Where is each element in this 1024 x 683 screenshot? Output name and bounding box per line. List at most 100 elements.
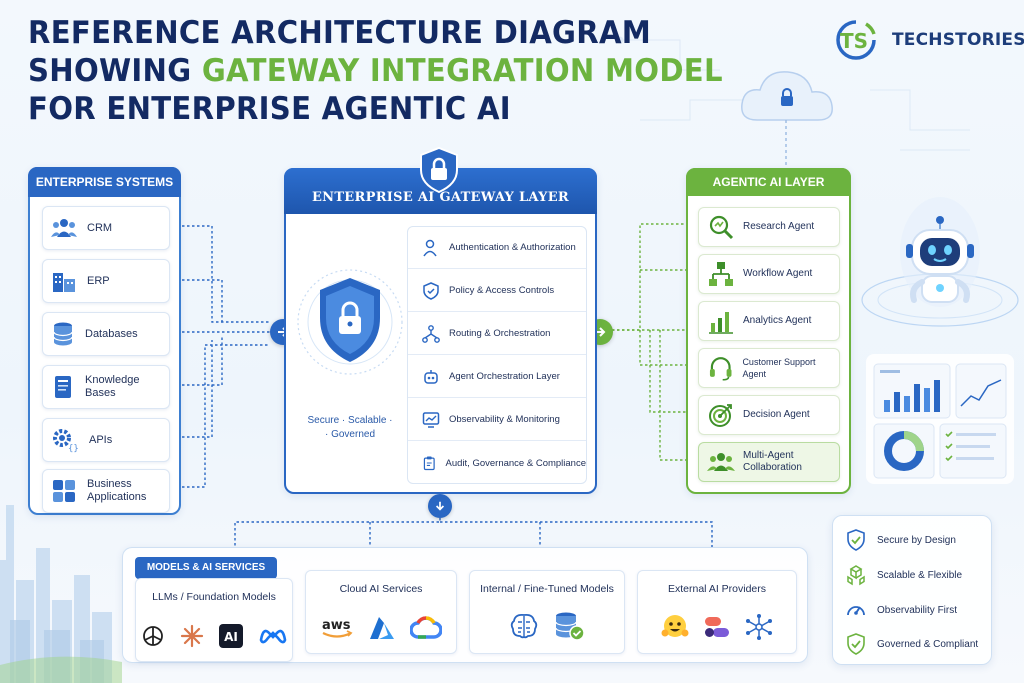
model-card-llms[interactable]: LLMs / Foundation Models AI (135, 578, 293, 662)
agent-item-label: Customer Support Agent (742, 357, 816, 379)
agent-item-label: Multi-Agent Collaboration (743, 450, 802, 473)
benefit-label: Governed & Compliant (877, 638, 979, 650)
shield-check-icon (847, 529, 865, 551)
enterprise-item-knowledge-bases[interactable]: Knowledge Bases (42, 365, 170, 409)
gear-code-icon: {} (53, 429, 79, 453)
gateway-tagline-line-1: Secure · Scalable · (307, 415, 393, 426)
workflow-icon (709, 262, 733, 286)
title-line-3: FOR ENTERPRISE AGENTIC AI (28, 91, 511, 127)
routing-icon (422, 324, 440, 343)
benefit-label: Scalable & Flexible (877, 569, 963, 581)
benefit-item: Secure by Design (845, 529, 956, 551)
model-card-internal[interactable]: Internal / Fine-Tuned Models (469, 570, 625, 654)
benefits-panel: Secure by Design Scalable & Flexible Obs… (832, 515, 992, 665)
enterprise-systems-panel: ENTERPRISE SYSTEMS CRM ERP Databases Kno… (28, 167, 181, 515)
enterprise-item-label: Business Applications (87, 478, 147, 503)
cloud-lock-icon (781, 88, 793, 106)
meta-icon (259, 629, 287, 644)
robot-mascot-icon (906, 216, 974, 303)
user-key-icon (423, 239, 437, 256)
models-services-header: MODELS & AI SERVICES (135, 557, 277, 579)
book-icon (55, 376, 71, 398)
model-card-logos (638, 613, 796, 641)
gateway-item-policy[interactable]: Policy & Access Controls (408, 270, 586, 312)
title-line-1: REFERENCE ARCHITECTURE DIAGRAM (28, 15, 652, 51)
enterprise-item-label: Knowledge Bases (85, 374, 140, 399)
agent-item-label: Research Agent (743, 221, 815, 232)
model-card-label: External AI Providers (667, 583, 767, 595)
enterprise-item-crm[interactable]: CRM (42, 206, 170, 250)
brand-mark-text: TS (840, 29, 868, 53)
robot-icon (424, 369, 438, 384)
shield-check-icon (847, 633, 865, 655)
agent-item-label: Analytics Agent (743, 315, 812, 326)
agent-item-decision[interactable]: Decision Agent (698, 395, 840, 435)
gateway-tagline-line-2: · Governed (324, 429, 376, 440)
model-card-label: LLMs / Foundation Models (152, 591, 276, 603)
page-title: REFERENCE ARCHITECTURE DIAGRAM SHOWING G… (28, 14, 723, 128)
model-card-cloud-ai[interactable]: Cloud AI Services aws (305, 570, 457, 654)
enterprise-item-label: Databases (85, 327, 138, 340)
openai-icon (143, 626, 163, 646)
enterprise-systems-header: ENTERPRISE SYSTEMS (28, 167, 181, 197)
headset-icon (709, 357, 732, 381)
agent-item-label: Decision Agent (743, 409, 810, 420)
gateway-item-label: Policy & Access Controls (449, 285, 555, 296)
agent-item-multi-agent[interactable]: Multi-Agent Collaboration (698, 442, 840, 482)
agent-item-customer-support[interactable]: Customer Support Agent (698, 348, 840, 388)
model-card-external[interactable]: External AI Providers (637, 570, 797, 654)
brand-mark-icon: TS (836, 20, 876, 60)
azure-icon (370, 617, 394, 639)
network-icon (746, 614, 772, 640)
gateway-down-arrow (428, 494, 452, 518)
enterprise-item-databases[interactable]: Databases (42, 312, 170, 356)
gateway-item-routing[interactable]: Routing & Orchestration (408, 313, 586, 355)
model-card-label: Cloud AI Services (339, 583, 423, 595)
buildings-icon (53, 273, 75, 292)
models-services-panel: MODELS & AI SERVICES LLMs / Foundation M… (122, 547, 808, 663)
model-card-label: Internal / Fine-Tuned Models (480, 583, 614, 595)
monitor-chart-icon (422, 411, 440, 428)
gateway-shield-badge-icon (420, 146, 458, 194)
gateway-item-observability[interactable]: Observability & Monitoring (408, 399, 586, 441)
cubes-icon (847, 565, 865, 586)
agent-item-workflow[interactable]: Workflow Agent (698, 254, 840, 294)
ai-badge-icon: AI (219, 624, 243, 648)
gateway-item-authentication[interactable]: Authentication & Authorization (408, 227, 586, 269)
model-card-logos: AI (136, 623, 292, 649)
gateway-item-label: Routing & Orchestration (449, 328, 551, 339)
gateway-shield-visual (297, 269, 403, 375)
clipboard-icon (423, 456, 435, 471)
enterprise-item-business-applications[interactable]: Business Applications (42, 469, 170, 513)
provider-blob-icon (705, 617, 729, 637)
agent-item-analytics[interactable]: Analytics Agent (698, 301, 840, 341)
enterprise-item-apis[interactable]: {} APIs (42, 418, 170, 462)
agentic-layer-panel: AGENTIC AI LAYER Research Agent Workflow… (686, 168, 851, 494)
benefit-label: Observability First (877, 604, 958, 616)
gateway-item-label: Audit, Governance & Compliance (445, 457, 586, 469)
dashboard-illustration (866, 354, 1014, 484)
gateway-item-label: Agent Orchestration Layer (449, 371, 560, 382)
model-card-logos: aws (306, 615, 456, 641)
enterprise-item-label: CRM (87, 221, 113, 234)
users-icon (51, 219, 77, 237)
gateway-item-label: Observability & Monitoring (449, 414, 560, 425)
agent-item-label: Workflow Agent (743, 268, 813, 279)
benefit-item: Governed & Compliant (845, 633, 978, 655)
anthropic-icon (180, 624, 204, 648)
brain-circuit-icon (510, 613, 538, 639)
app-grid-icon (53, 480, 75, 502)
gateway-capabilities-list: Authentication & Authorization Policy & … (407, 226, 587, 484)
svg-text:{}: {} (68, 444, 79, 453)
gateway-item-audit[interactable]: Audit, Governance & Compliance (408, 442, 586, 484)
brand-logo: TS TECHSTORIESS (826, 18, 1024, 62)
bar-chart-icon (709, 312, 733, 334)
agentic-layer-header: AGENTIC AI LAYER (686, 168, 851, 196)
database-check-icon (555, 612, 585, 641)
brand-name: TECHSTORIESS (892, 30, 1024, 50)
agent-item-research[interactable]: Research Agent (698, 207, 840, 247)
gateway-item-label: Authentication & Authorization (449, 242, 576, 253)
gateway-item-agent-orchestration[interactable]: Agent Orchestration Layer (408, 356, 586, 398)
enterprise-item-erp[interactable]: ERP (42, 259, 170, 303)
